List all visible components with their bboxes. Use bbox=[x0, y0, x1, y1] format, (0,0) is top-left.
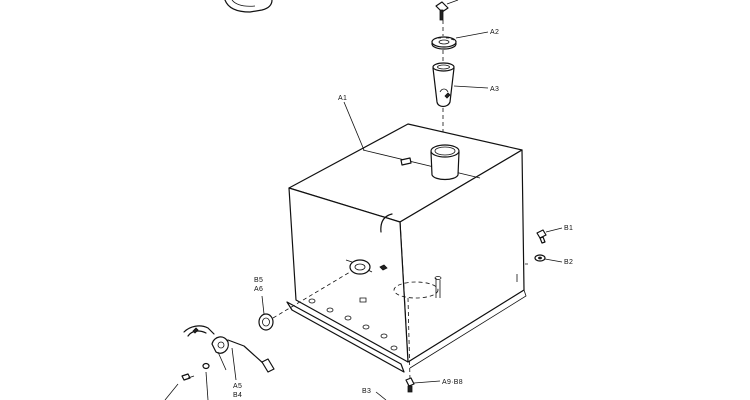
callout-a1: A1 bbox=[338, 95, 347, 102]
cap-ring-part-a2 bbox=[431, 31, 489, 50]
cover-part bbox=[224, 0, 273, 13]
seal-ring-part-a6 bbox=[258, 271, 351, 331]
key-part bbox=[435, 0, 459, 21]
strainer-tube-part-a3 bbox=[432, 62, 489, 108]
callout-a3: A3 bbox=[490, 86, 499, 93]
callout-b3: B3 bbox=[362, 388, 371, 395]
callout-b1: B1 bbox=[564, 225, 573, 232]
washer-part-b2 bbox=[534, 254, 563, 263]
callout-b5: B5 bbox=[254, 277, 263, 284]
fuel-sender-part-a5 bbox=[183, 325, 275, 381]
fuel-tank-body-a1 bbox=[286, 123, 528, 381]
drain-plug-part-a9 bbox=[375, 377, 441, 400]
callout-a6: A6 bbox=[254, 286, 263, 293]
screw-parts bbox=[164, 362, 210, 400]
flange-holes bbox=[308, 298, 398, 351]
callout-a5: A5 bbox=[233, 383, 242, 390]
callout-b4: B4 bbox=[233, 392, 242, 399]
bolt-part-b1 bbox=[536, 227, 563, 244]
callout-a2: A2 bbox=[490, 29, 499, 36]
callout-a9-b8: A9·B8 bbox=[442, 379, 463, 386]
filler-neck bbox=[430, 144, 460, 181]
callout-b2: B2 bbox=[564, 259, 573, 266]
